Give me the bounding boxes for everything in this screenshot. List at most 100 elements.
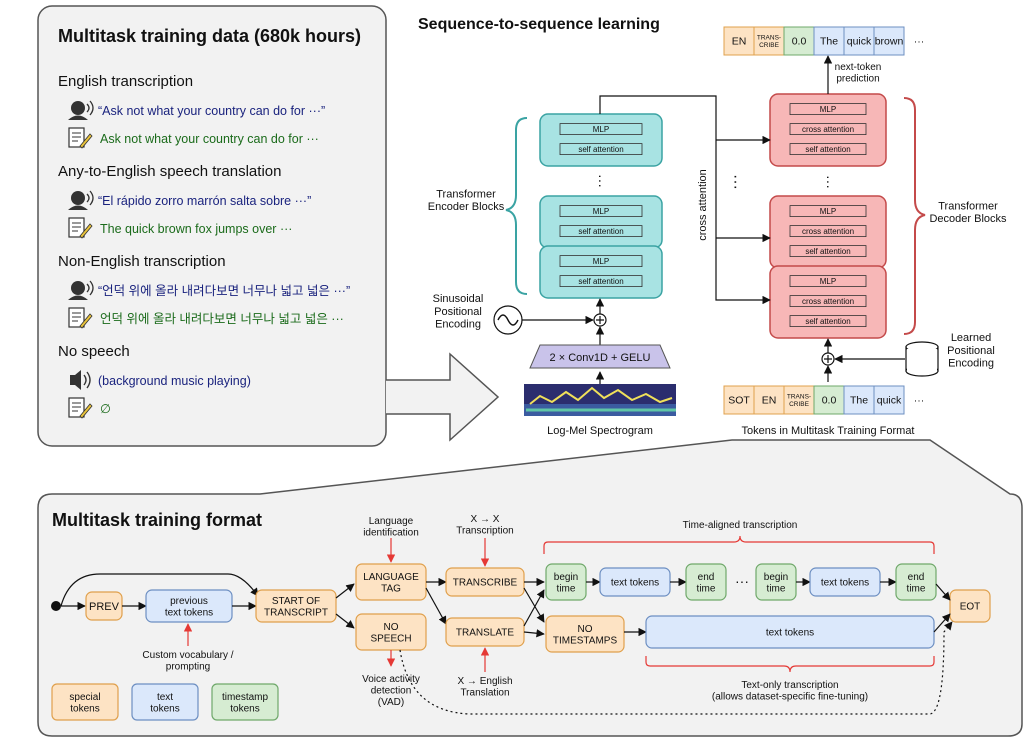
- token-label: 0.0: [792, 36, 807, 48]
- audio-example-text: “Ask not what your country can do for ··…: [98, 104, 325, 118]
- text-only-tokens-label: text tokens: [766, 628, 814, 639]
- cross-attention-vertical-label: cross attention: [697, 169, 709, 241]
- token-box: [843, 26, 875, 56]
- decoder-stack-ellipsis: ···: [821, 175, 837, 189]
- document-pencil-icon: [68, 307, 93, 329]
- decoder-ellipsis: ···: [727, 174, 744, 190]
- token-box: [873, 26, 905, 56]
- translate-token-label: TRANSLATE: [456, 628, 514, 639]
- audio-example-text: (background music playing): [98, 374, 251, 388]
- format-title: Multitask training format: [52, 510, 262, 530]
- document-pencil-icon: [68, 397, 93, 419]
- token-label: EN: [732, 36, 747, 48]
- speaker-person-icon: [68, 100, 94, 120]
- conv-gelu-block: [529, 344, 671, 369]
- block-layer-label: MLP: [820, 277, 836, 286]
- start-dot: [51, 601, 61, 611]
- text-example-text: ∅: [100, 402, 111, 416]
- block-layer-label: self attention: [805, 317, 850, 326]
- text-example-text: Ask not what your country can do for ···: [100, 132, 319, 146]
- block-layer-label: cross attention: [802, 297, 854, 306]
- transcribe-token: TRANSCRIBE: [445, 567, 525, 597]
- format-panel: [37, 439, 1023, 737]
- token-label: quick: [877, 395, 902, 407]
- seq2seq-title: Sequence-to-sequence learning: [418, 16, 660, 33]
- tokens-caption: Tokens in Multitask Training Format: [741, 425, 914, 437]
- token-box: [753, 385, 785, 415]
- eot-token: EOT: [949, 589, 991, 623]
- time-aligned-brace: [543, 535, 935, 554]
- spectrogram-image: [524, 384, 676, 416]
- audio-example-text: “언덕 위에 올라 내려다보면 너무나 넓고 넓은 ···”: [98, 284, 350, 298]
- transcribe-token-label: TRANSCRIBE: [453, 578, 518, 589]
- database-icon: [905, 341, 939, 377]
- cross-attention-line: [599, 95, 771, 305]
- section-heading: English transcription: [58, 73, 193, 90]
- token-label: EN: [762, 395, 777, 407]
- prev-token-label: PREV: [89, 601, 120, 613]
- custom-vocabulary-label: Custom vocabulary /prompting: [142, 650, 233, 673]
- token-box: [723, 385, 755, 415]
- block-layer-label: self attention: [578, 145, 623, 154]
- text-tokens-label: text tokens: [821, 578, 869, 589]
- text-tokens-label: text tokens: [611, 578, 659, 589]
- speaker-person-icon: [68, 190, 94, 210]
- prev-token: PREV: [85, 591, 123, 621]
- text-example-text: 언덕 위에 올라 내려다보면 너무나 넓고 넓은 ···: [100, 312, 344, 326]
- token-box: [753, 26, 785, 56]
- block-layer-label: MLP: [593, 207, 609, 216]
- token-label: TRANS-CRIBE: [757, 35, 781, 49]
- token-label: quick: [847, 36, 872, 48]
- block-layer-label: cross attention: [802, 227, 854, 236]
- token-box: [783, 26, 815, 56]
- block-layer-label: self attention: [805, 145, 850, 154]
- document-pencil-icon: [68, 127, 93, 149]
- decoder-brace: [903, 97, 926, 335]
- speaker-person-icon: [68, 280, 94, 300]
- text-example-text: The quick brown fox jumps over ···: [100, 222, 292, 236]
- audio-example-text: “El rápido zorro marrón salta sobre ···”: [98, 194, 311, 208]
- text-tokens: text tokens: [599, 567, 671, 597]
- token-box: [873, 385, 905, 415]
- token-label: brown: [875, 36, 904, 48]
- encoder-block: MLP self attention: [539, 113, 663, 167]
- flow-ellipsis: ···: [735, 573, 749, 589]
- translate-token: TRANSLATE: [445, 617, 525, 647]
- block-layer-label: MLP: [593, 125, 609, 134]
- spectrogram-label: Log-Mel Spectrogram: [547, 425, 653, 437]
- text-tokens: text tokens: [809, 567, 881, 597]
- section-heading: No speech: [58, 343, 130, 360]
- text-only-label: Text-only transcription(allows dataset-s…: [712, 680, 868, 703]
- flow-arrow: [386, 352, 500, 442]
- time-aligned-label: Time-aligned transcription: [683, 520, 798, 531]
- eot-token-label: EOT: [960, 602, 981, 613]
